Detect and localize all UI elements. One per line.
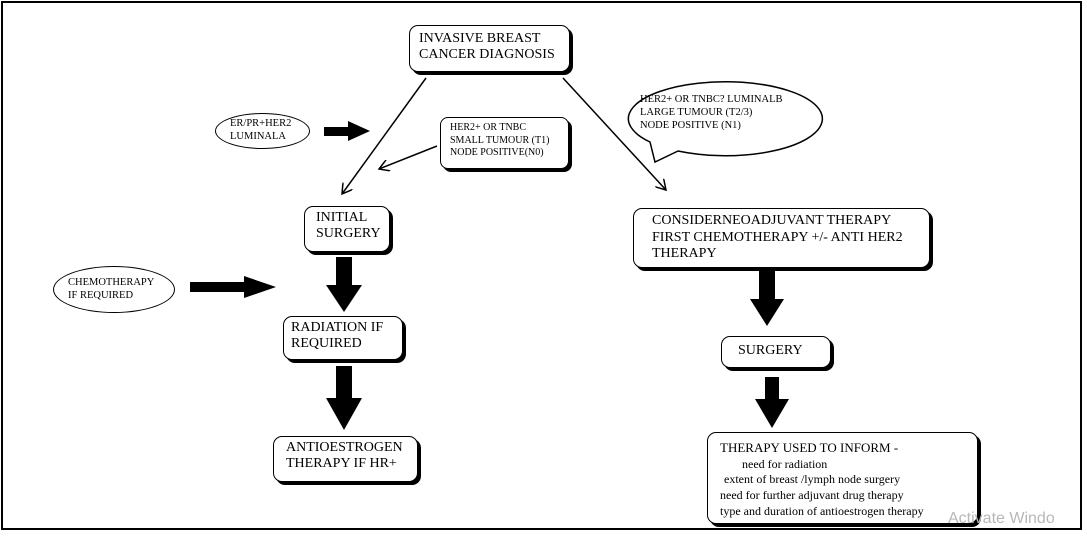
edge-luminal-a-to-initial-surgery	[324, 121, 370, 141]
node-her2-small-line: NODE POSITIVE(N0)	[450, 147, 544, 158]
node-radiation-line: RADIATION IF	[291, 320, 384, 335]
node-her2-small: HER2+ OR TNBC SMALL TUMOUR (T1) NODE POS…	[440, 117, 569, 169]
node-luminal-a: ER/PR+HER2 LUMINALA	[215, 113, 310, 149]
node-diagnosis-line: CANCER DIAGNOSIS	[419, 47, 555, 63]
node-therapy-inform-item: need for radiation	[742, 456, 828, 471]
node-neoadjuvant: CONSIDERNEOADJUVANT THERAPY FIRST CHEMOT…	[633, 208, 930, 268]
node-chemo-if-required-line: CHEMOTHERAPY	[68, 276, 155, 288]
node-radiation: RADIATION IF REQUIRED	[283, 316, 403, 360]
node-initial-surgery-line: SURGERY	[316, 226, 381, 242]
edge-initial-surgery-to-radiation	[326, 257, 362, 312]
node-surgery-line: SURGERY	[738, 343, 803, 358]
node-therapy-inform-item: type and duration of antioestrogen thera…	[720, 503, 924, 518]
node-chemo-if-required-line: IF REQUIRED	[68, 289, 134, 301]
node-antioestrogen: ANTIOESTROGEN THERAPY IF HR+	[273, 436, 418, 482]
activate-windows-watermark: Activate Windo	[948, 510, 1055, 527]
node-therapy-inform-item: extent of breast /lymph node surgery	[724, 472, 901, 487]
node-radiation-line: REQUIRED	[291, 336, 362, 352]
node-her2-small-line: SMALL TUMOUR (T1)	[450, 134, 550, 146]
node-antioestrogen-line: THERAPY IF HR+	[286, 456, 397, 472]
edge-diagnosis-to-neoadjuvant	[562, 77, 666, 190]
edge-chemo-to-radiation	[190, 276, 276, 298]
node-initial-surgery-line: INITIAL	[316, 210, 368, 225]
node-initial-surgery: INITIAL SURGERY	[304, 206, 390, 252]
node-luminal-a-line: ER/PR+HER2	[230, 118, 292, 130]
node-therapy-inform-heading: THERAPY USED TO INFORM -	[720, 440, 899, 455]
node-therapy-inform: THERAPY USED TO INFORM - need for radiat…	[707, 432, 978, 524]
node-her2-small-line: HER2+ OR TNBC	[450, 122, 527, 133]
node-her2-large-line: NODE POSITIVE (N1)	[640, 120, 741, 132]
node-diagnosis-line: INVASIVE BREAST	[419, 31, 541, 46]
node-her2-large-line: LARGE TUMOUR (T2/3)	[640, 107, 753, 119]
edge-surgery-to-therapy-inform	[755, 377, 789, 428]
node-her2-large-line: HER2+ OR TNBC? LUMINALB	[640, 94, 783, 105]
edge-neoadjuvant-to-surgery	[750, 271, 784, 326]
node-therapy-inform-item: need for further adjuvant drug therapy	[720, 488, 904, 503]
node-her2-large: HER2+ OR TNBC? LUMINALB LARGE TUMOUR (T2…	[640, 93, 783, 132]
node-antioestrogen-line: ANTIOESTROGEN	[286, 440, 403, 455]
edge-her2-small-to-initial-surgery	[379, 145, 438, 169]
edge-radiation-to-antioestrogen	[326, 366, 362, 430]
node-chemo-if-required: CHEMOTHERAPY IF REQUIRED	[53, 266, 175, 313]
edge-diagnosis-to-initial-surgery	[342, 77, 427, 194]
node-neoadjuvant-line: CONSIDERNEOADJUVANT THERAPY	[652, 213, 892, 228]
speech-bubble-her2-large-shape	[627, 80, 824, 164]
node-neoadjuvant-line: THERAPY	[652, 246, 717, 262]
node-diagnosis: INVASIVE BREAST CANCER DIAGNOSIS	[409, 25, 570, 72]
node-neoadjuvant-line: FIRST CHEMOTHERAPY +/- ANTI HER2	[652, 229, 903, 245]
node-luminal-a-line: LUMINALA	[230, 131, 286, 142]
node-surgery: SURGERY	[721, 336, 831, 368]
